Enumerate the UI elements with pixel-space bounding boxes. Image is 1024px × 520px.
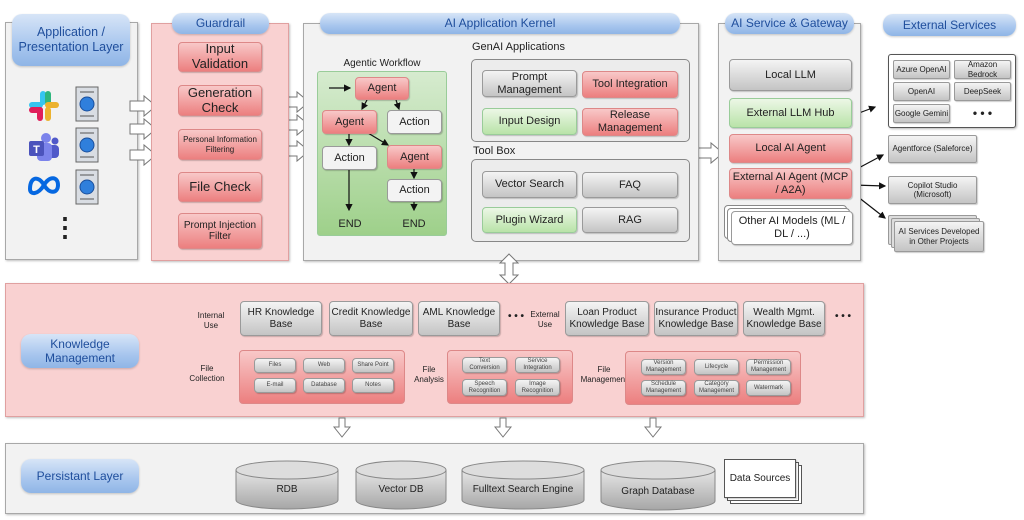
llm-openai[interactable]: OpenAI bbox=[893, 82, 950, 101]
gateway-external-ai-agent[interactable]: External AI Agent (MCP / A2A) bbox=[729, 168, 852, 199]
kb-credit[interactable]: Credit Knowledge Base bbox=[329, 301, 413, 336]
analysis-speech-recognition[interactable]: Speech Recognition bbox=[462, 379, 507, 396]
workflow-agent-2[interactable]: Agent bbox=[322, 110, 377, 134]
management-version[interactable]: Version Management bbox=[641, 359, 686, 375]
file-analysis-label: File Analysis bbox=[414, 365, 444, 384]
toolbox-title: Tool Box bbox=[473, 145, 516, 157]
internal-use-label: Internal Use bbox=[197, 311, 225, 330]
gateway-local-llm[interactable]: Local LLM bbox=[729, 59, 852, 91]
analysis-text-conversion[interactable]: Text Conversion bbox=[462, 357, 507, 373]
management-permission[interactable]: Permission Management bbox=[746, 359, 791, 375]
external-agentforce[interactable]: Agentforce (Saleforce) bbox=[888, 135, 977, 163]
external-other-projects[interactable]: AI Services Developed in Other Projects bbox=[894, 221, 984, 252]
knowledge-title: Knowledge Management bbox=[21, 334, 139, 368]
store-rdb[interactable]: RDB bbox=[276, 484, 298, 495]
guardrail-input-validation[interactable]: Input Validation bbox=[178, 41, 262, 72]
kernel-title: AI Application Kernel bbox=[320, 13, 680, 34]
persistent-title: Persistant Layer bbox=[21, 459, 139, 493]
kb-insurance-product[interactable]: Insurance Product Knowledge Base bbox=[654, 301, 738, 336]
kb-wealth-mgmt[interactable]: Wealth Mgmt. Knowledge Base bbox=[743, 301, 825, 336]
genai-tool-integration[interactable]: Tool Integration bbox=[582, 71, 678, 98]
store-vector-db[interactable]: Vector DB bbox=[378, 484, 424, 495]
kb-loan-product[interactable]: Loan Product Knowledge Base bbox=[565, 301, 649, 336]
collection-web[interactable]: Web bbox=[303, 358, 345, 373]
management-lifecycle[interactable]: Lifecycle bbox=[694, 359, 739, 375]
llm-azure-openai[interactable]: Azure OpenAI bbox=[893, 60, 950, 79]
toolbox-faq[interactable]: FAQ bbox=[582, 172, 678, 198]
collection-email[interactable]: E-mail bbox=[254, 378, 296, 393]
kb-hr[interactable]: HR Knowledge Base bbox=[240, 301, 322, 336]
collection-notes[interactable]: Notes bbox=[352, 378, 394, 393]
svg-text:T: T bbox=[33, 144, 40, 156]
teams-icon: T bbox=[29, 133, 59, 161]
llm-amazon-bedrock[interactable]: Amazon Bedrock bbox=[954, 60, 1011, 79]
more-apps-ellipsis: ⋮ bbox=[52, 212, 78, 242]
file-collection-label: File Collection bbox=[189, 364, 225, 383]
workflow-end-1: END bbox=[338, 218, 362, 230]
external-use-label: External Use bbox=[530, 310, 560, 329]
collection-sharepoint[interactable]: Share Point bbox=[352, 358, 394, 373]
gateway-local-ai-agent[interactable]: Local AI Agent bbox=[729, 134, 852, 163]
external-copilot-studio[interactable]: Copilot Studio (Microsoft) bbox=[888, 176, 977, 204]
llm-more-ellipsis: • • • bbox=[972, 106, 993, 120]
guardrail-pii-filtering[interactable]: Personal Information Filtering bbox=[178, 129, 262, 160]
rdb-cylinder bbox=[235, 460, 339, 510]
guardrail-prompt-injection-filter[interactable]: Prompt Injection Filter bbox=[178, 213, 262, 249]
external-more-ellipsis: • • • bbox=[834, 311, 852, 322]
llm-google-gemini[interactable]: Google Gemini bbox=[893, 104, 950, 123]
toolbox-plugin-wizard[interactable]: Plugin Wizard bbox=[482, 207, 577, 233]
workflow-action-1[interactable]: Action bbox=[387, 110, 442, 134]
web-client-icon bbox=[75, 127, 99, 163]
toolbox-vector-search[interactable]: Vector Search bbox=[482, 171, 577, 198]
web-client-icon bbox=[75, 169, 99, 205]
genai-release-management[interactable]: Release Management bbox=[582, 108, 678, 136]
management-schedule[interactable]: Schedule Management bbox=[641, 380, 686, 396]
meta-icon bbox=[27, 176, 61, 196]
gateway-other-ai-models[interactable]: Other AI Models (ML / DL / ...) bbox=[731, 211, 853, 245]
graph-database-cylinder bbox=[600, 460, 716, 511]
store-fulltext-search[interactable]: Fulltext Search Engine bbox=[472, 484, 574, 495]
workflow-end-2: END bbox=[402, 218, 426, 230]
guardrail-file-check[interactable]: File Check bbox=[178, 172, 262, 202]
analysis-service-integration[interactable]: Service Integration bbox=[515, 357, 560, 373]
collection-files[interactable]: Files bbox=[254, 358, 296, 373]
slack-icon bbox=[29, 91, 59, 121]
data-sources[interactable]: Data Sources bbox=[724, 459, 796, 498]
genai-prompt-management[interactable]: Prompt Management bbox=[482, 70, 577, 97]
workflow-title: Agentic Workflow bbox=[343, 58, 421, 69]
gateway-title: AI Service & Gateway bbox=[725, 13, 854, 34]
kb-aml[interactable]: AML Knowledge Base bbox=[418, 301, 500, 336]
vector-db-cylinder bbox=[355, 460, 447, 510]
presentation-layer-title: Application / Presentation Layer bbox=[12, 14, 130, 66]
gateway-external-llm-hub[interactable]: External LLM Hub bbox=[729, 98, 852, 128]
guardrail-generation-check[interactable]: Generation Check bbox=[178, 85, 262, 116]
fulltext-search-cylinder bbox=[461, 460, 585, 510]
external-services-title: External Services bbox=[883, 14, 1016, 36]
internal-more-ellipsis: • • • bbox=[507, 311, 525, 322]
llm-deepseek[interactable]: DeepSeek bbox=[954, 82, 1011, 101]
web-client-icon bbox=[75, 86, 99, 122]
workflow-agent-3[interactable]: Agent bbox=[387, 145, 442, 169]
management-watermark[interactable]: Watermark bbox=[746, 380, 791, 396]
workflow-action-2[interactable]: Action bbox=[322, 146, 377, 170]
file-management-label: File Management bbox=[580, 365, 628, 384]
genai-title: GenAI Applications bbox=[472, 41, 565, 53]
workflow-action-3[interactable]: Action bbox=[387, 179, 442, 202]
guardrail-title: Guardrail bbox=[172, 13, 269, 34]
store-graph-database[interactable]: Graph Database bbox=[621, 486, 695, 497]
genai-input-design[interactable]: Input Design bbox=[482, 108, 577, 135]
workflow-agent-1[interactable]: Agent bbox=[355, 77, 409, 100]
toolbox-rag[interactable]: RAG bbox=[582, 207, 678, 233]
collection-database[interactable]: Database bbox=[303, 378, 345, 393]
analysis-image-recognition[interactable]: Image Recognition bbox=[515, 379, 560, 396]
management-category[interactable]: Category Management bbox=[694, 380, 739, 396]
